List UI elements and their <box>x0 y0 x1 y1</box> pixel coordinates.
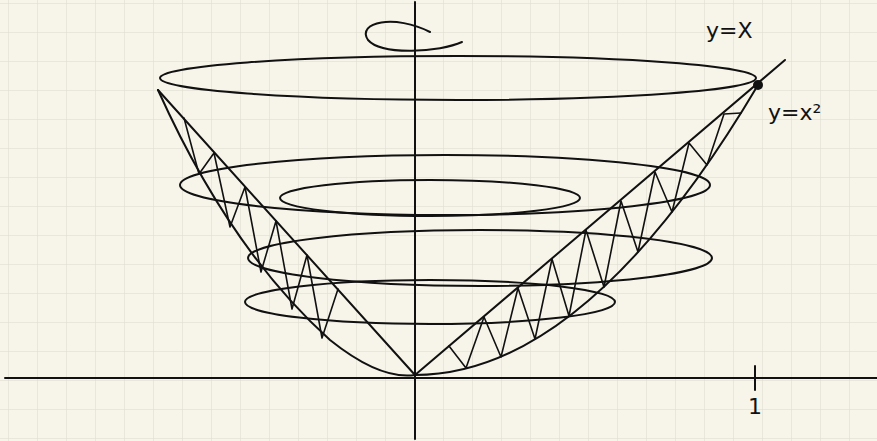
hatching <box>449 113 741 368</box>
section-ellipse <box>280 180 580 216</box>
curve-equation: y=x² <box>768 102 821 124</box>
section-ellipse <box>248 230 712 286</box>
rotation-arrow <box>366 22 462 51</box>
section-ellipse <box>180 155 710 215</box>
x-axis <box>5 377 877 379</box>
tick-mark <box>754 366 756 390</box>
line-y-equals-x <box>415 60 785 375</box>
intersection-dot <box>753 80 763 90</box>
rim-ellipse <box>160 56 756 100</box>
axis-tick-label: 1 <box>748 396 762 418</box>
line-equation: y=X <box>706 20 753 42</box>
hatching <box>184 118 338 338</box>
